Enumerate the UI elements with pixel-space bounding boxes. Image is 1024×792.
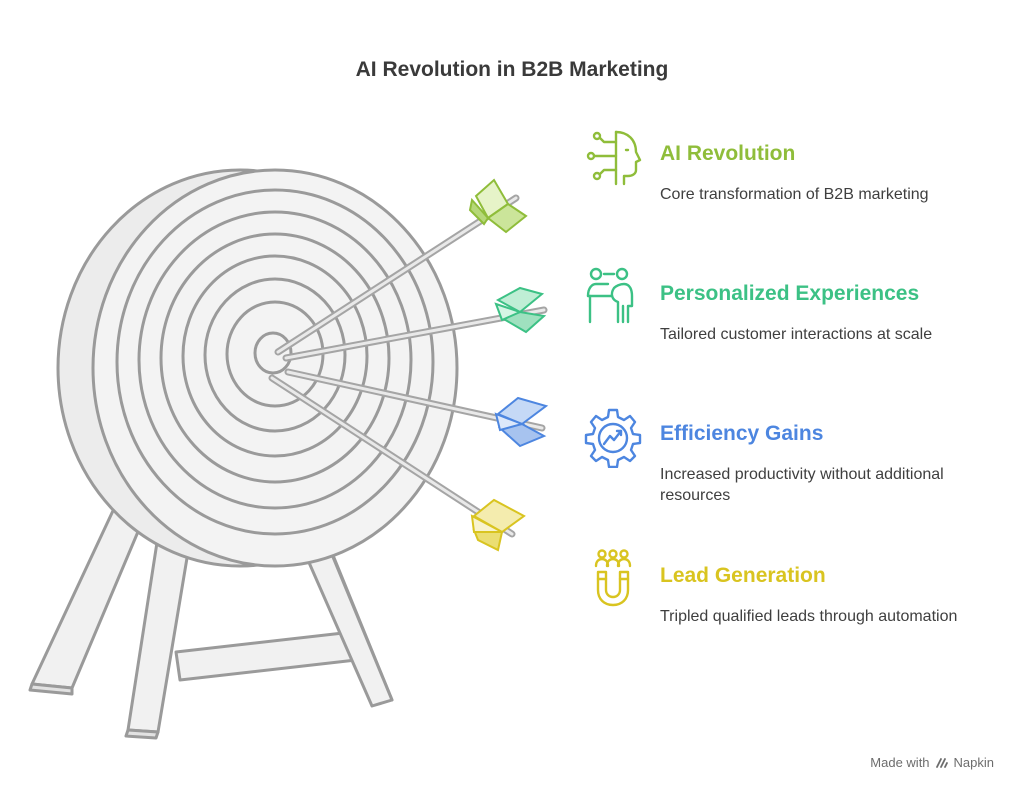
gear-chart-icon bbox=[584, 408, 642, 468]
item-description: Tripled qualified leads through automati… bbox=[660, 608, 958, 625]
footer-watermark: Made with Napkin bbox=[870, 755, 994, 770]
arrow-4 bbox=[268, 374, 526, 552]
item-title: Personalized Experiences bbox=[660, 282, 920, 305]
footer-brand: Napkin bbox=[953, 755, 994, 770]
front-leg-right bbox=[298, 538, 394, 708]
front-leg-middle bbox=[126, 534, 192, 734]
item-title: Lead Generation bbox=[660, 564, 826, 587]
item-title: Efficiency Gains bbox=[660, 422, 824, 445]
arrow-2 bbox=[282, 286, 548, 362]
presenter-icon bbox=[586, 267, 634, 324]
arrow-3 bbox=[284, 368, 549, 448]
ai-head-icon bbox=[586, 130, 642, 186]
magnet-people-icon bbox=[594, 549, 632, 607]
item-title: AI Revolution bbox=[660, 142, 796, 165]
item-description: Core transformation of B2B marketing bbox=[660, 186, 929, 203]
arrow-1 bbox=[274, 178, 528, 356]
crossbar bbox=[174, 630, 358, 682]
footer-made-with: Made with bbox=[870, 755, 930, 770]
page-title: AI Revolution in B2B Marketing bbox=[355, 58, 669, 81]
front-leg-middle-side bbox=[124, 728, 160, 740]
front-leg-left-side bbox=[28, 682, 74, 696]
item-description: Increased productivity without additiona… bbox=[660, 466, 944, 504]
target-rings bbox=[115, 188, 435, 536]
item-description: Tailored customer interactions at scale bbox=[660, 326, 933, 343]
napkin-logo-icon bbox=[935, 757, 948, 768]
